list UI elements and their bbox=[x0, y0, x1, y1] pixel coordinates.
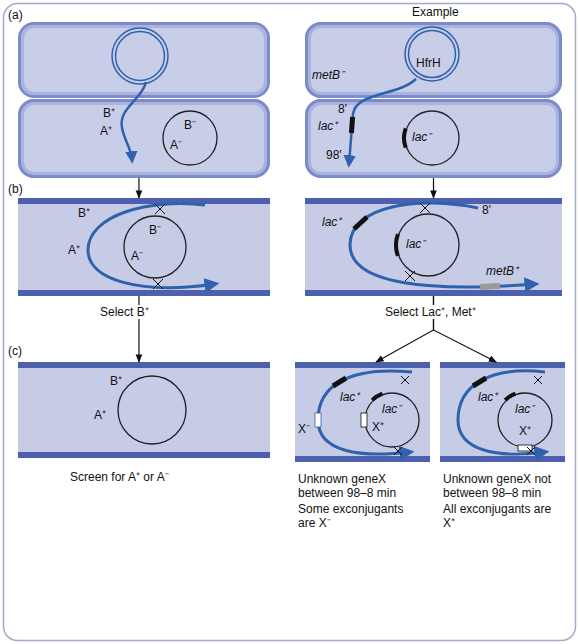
donor-cell-rim bbox=[23, 27, 266, 94]
chromosome-circle: lac⁻ X⁺ bbox=[364, 392, 420, 448]
gene-label: lac⁺ bbox=[318, 119, 337, 133]
gene-label: lac⁺ bbox=[322, 215, 341, 229]
panel-label: (b) bbox=[8, 182, 23, 196]
gene-label: metB⁺ bbox=[486, 264, 518, 278]
result-note: Unknown geneX not between 98–8 min bbox=[443, 472, 565, 500]
cell-band: lac⁻ X⁺ lac⁺ bbox=[440, 362, 565, 462]
cell-band: B⁻ A⁻ B⁺ A⁺ bbox=[18, 198, 270, 296]
gene-label: X⁺ bbox=[519, 424, 531, 438]
gene-label: lac⁻ bbox=[382, 402, 401, 416]
step-arrow bbox=[138, 178, 139, 198]
chromosome-circle: lac⁻ X⁺ bbox=[497, 392, 553, 448]
gene-label: lac⁺ bbox=[478, 390, 497, 404]
gene-label: HfrH bbox=[416, 56, 441, 70]
gene-label: lac⁻ bbox=[515, 402, 534, 416]
result-note: Some exconjugants are X⁻ bbox=[298, 502, 423, 530]
bacterial-cell: HfrH metB⁻ bbox=[305, 22, 562, 98]
chromosome-ring bbox=[405, 27, 459, 81]
gene-label: B⁺ bbox=[103, 106, 115, 120]
chromosome-ring bbox=[397, 214, 459, 276]
step-caption: Select Lac⁺, Met⁺ bbox=[383, 305, 478, 319]
column-heading: Example bbox=[412, 5, 459, 19]
chromosome-circle: B⁻ A⁻ bbox=[123, 215, 187, 279]
gene-label: B⁻ bbox=[184, 118, 196, 132]
donor-chromosome bbox=[116, 32, 165, 81]
gene-label: B⁻ bbox=[149, 223, 161, 237]
figure-frame bbox=[4, 4, 576, 641]
chromosome-outline bbox=[404, 26, 460, 82]
gene-label: metB⁻ bbox=[312, 68, 344, 82]
chromosome-ring bbox=[405, 111, 459, 165]
donor-chromosome bbox=[112, 28, 168, 84]
gene-label: X⁻ bbox=[298, 422, 310, 436]
gene-label: 8' bbox=[482, 203, 491, 217]
gene-label: A⁺ bbox=[100, 124, 112, 138]
chromosome-circle: B⁻A⁻ bbox=[162, 110, 218, 166]
gene-label: X⁺ bbox=[372, 420, 384, 434]
cell-band: B⁺ A⁺ bbox=[18, 362, 270, 458]
cell-band: lac⁻ lac⁺ 8' metB⁺ bbox=[305, 198, 562, 296]
bacterial-cell: B⁻A⁻ B⁺ A⁺ bbox=[18, 99, 270, 178]
gene-label: A⁻ bbox=[170, 138, 182, 152]
gene-label: 8' bbox=[338, 102, 347, 116]
chromosome-ring bbox=[124, 216, 186, 278]
chromosome-ring bbox=[163, 111, 217, 165]
chromosome-outline bbox=[497, 392, 553, 448]
panel-label: (c) bbox=[8, 344, 22, 358]
step-arrow bbox=[433, 178, 434, 198]
chromosome-ring bbox=[409, 31, 456, 78]
result-note: All exconjugants are X⁺ bbox=[443, 502, 565, 530]
gene-label: 98' bbox=[326, 148, 342, 162]
step-caption: Screen for A⁺ or A⁻ bbox=[70, 470, 169, 484]
cell-band: lac⁻ X⁺ lac⁺ X⁻ bbox=[295, 362, 430, 462]
panel-label: (a) bbox=[8, 8, 23, 22]
gene-label: A⁺ bbox=[68, 243, 80, 257]
step-caption: Select B⁺ bbox=[98, 305, 151, 319]
bacterial-cell: lac⁻ 8'lac⁺ 98' bbox=[305, 99, 562, 178]
chromosome-circle: lac⁻ bbox=[404, 110, 460, 166]
gene-label: lac⁺ bbox=[340, 390, 359, 404]
gene-label: A⁺ bbox=[94, 408, 106, 422]
gene-label: A⁻ bbox=[131, 249, 143, 263]
donor-chromosome: HfrH bbox=[404, 26, 460, 82]
gene-label: lac⁻ bbox=[406, 237, 425, 251]
chromosome-ring bbox=[498, 393, 552, 447]
chromosome-outline bbox=[396, 213, 460, 277]
chromosome-ring bbox=[365, 393, 419, 447]
gene-label: B⁺ bbox=[78, 206, 90, 220]
gene-label: B⁺ bbox=[110, 374, 122, 388]
donor-cell bbox=[20, 24, 269, 97]
gene-label: lac⁻ bbox=[412, 130, 431, 144]
chromosome-circle: lac⁻ bbox=[396, 213, 460, 277]
result-note: Unknown geneX between 98–8 min bbox=[298, 472, 423, 500]
